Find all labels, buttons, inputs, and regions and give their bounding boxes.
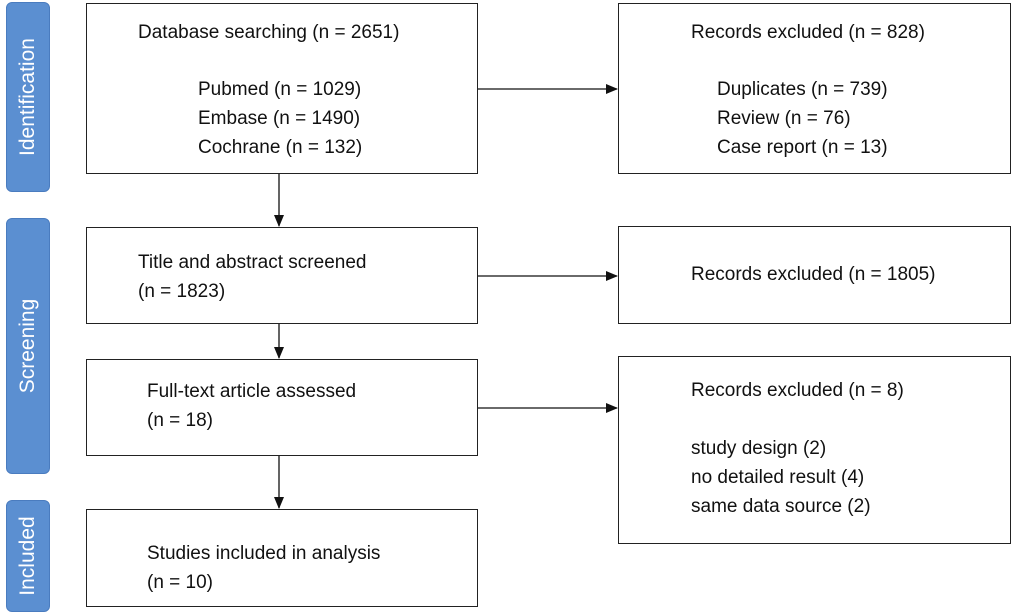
records-excluded-box-1: Records excluded (n = 828) Duplicates (n… [618,3,1011,174]
excluded-same-data-source: same data source (2) [691,496,871,517]
full-text-assessed-box: Full-text article assessed (n = 18) [86,359,478,456]
database-searching-title: Database searching (n = 2651) [138,22,400,43]
excluded-duplicates: Duplicates (n = 739) [717,79,888,100]
screened-line-1: Title and abstract screened [138,252,367,273]
excluded-case-report: Case report (n = 13) [717,137,888,158]
records-excluded-box-3: Records excluded (n = 8) study design (2… [618,356,1011,544]
excluded-3-title: Records excluded (n = 8) [691,380,904,401]
database-searching-box: Database searching (n = 2651) Pubmed (n … [86,3,478,174]
records-excluded-box-2: Records excluded (n = 1805) [618,226,1011,324]
excluded-study-design: study design (2) [691,438,827,459]
source-embase: Embase (n = 1490) [198,108,361,129]
screened-line-2: (n = 1823) [138,281,226,302]
source-pubmed: Pubmed (n = 1029) [198,79,362,100]
phase-screening: Screening [6,218,50,474]
excluded-review: Review (n = 76) [717,108,851,129]
excluded-1-title: Records excluded (n = 828) [691,22,925,43]
title-abstract-screened-box: Title and abstract screened (n = 1823) [86,227,478,324]
excluded-no-detailed-result: no detailed result (4) [691,467,865,488]
fulltext-line-2: (n = 18) [147,410,214,431]
fulltext-line-1: Full-text article assessed [147,381,357,402]
studies-included-box: Studies included in analysis (n = 10) [86,509,478,607]
excluded-2-title: Records excluded (n = 1805) [691,264,936,285]
source-cochrane: Cochrane (n = 132) [198,137,363,158]
included-line-2: (n = 10) [147,572,214,593]
phase-identification: Identification [6,2,50,192]
phase-included: Included [6,500,50,612]
included-line-1: Studies included in analysis [147,543,381,564]
